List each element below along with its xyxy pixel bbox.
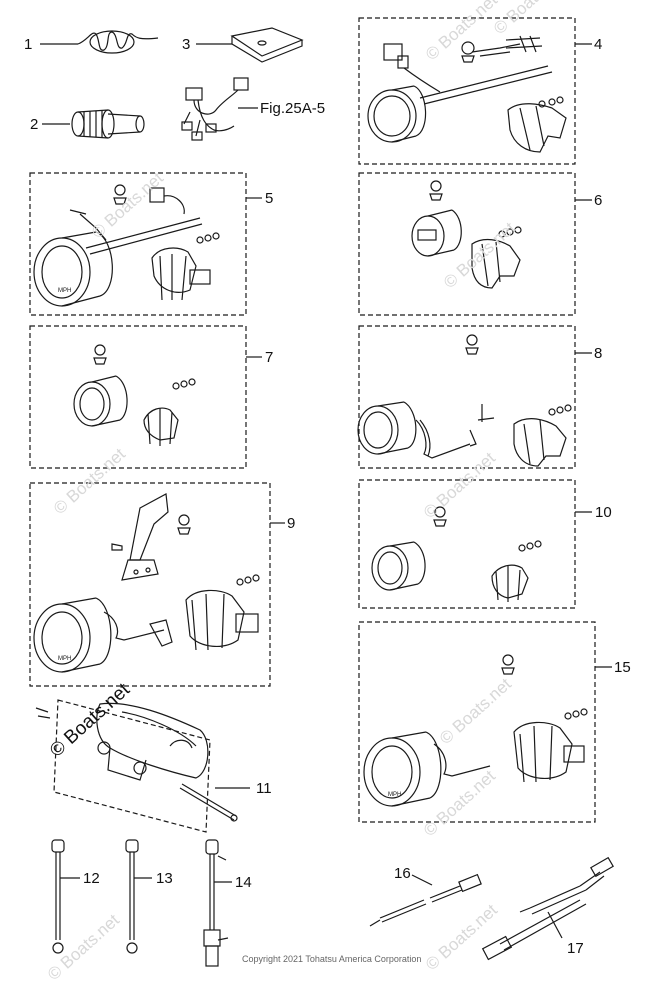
- wire-part-12: [51, 839, 65, 954]
- copyright-notice: Copyright 2021 Tohatsu America Corporati…: [242, 954, 422, 964]
- pad-part-3: [230, 27, 304, 63]
- callout-17: 17: [567, 940, 584, 957]
- gauge-assembly-7: [73, 344, 196, 446]
- pitot-pickup-part-11: [35, 699, 238, 833]
- callout-10: 10: [595, 504, 612, 521]
- gauge-assembly-10: [371, 506, 542, 602]
- callout-4: 4: [594, 36, 603, 53]
- group-box-4: [358, 17, 576, 165]
- group-box-8: [358, 325, 576, 469]
- hose-adapter-part-2: [71, 109, 145, 139]
- group-box-6: [358, 172, 576, 316]
- callout-5: 5: [265, 190, 274, 207]
- callout-12: 12: [83, 870, 100, 887]
- callout-9: 9: [287, 515, 296, 532]
- callout-13: 13: [156, 870, 173, 887]
- group-box-7: [29, 325, 247, 469]
- callout-8: 8: [594, 345, 603, 362]
- gauge-assembly-9: [33, 493, 260, 673]
- group-box-9: [29, 482, 271, 687]
- gauge-assembly-6: [411, 180, 522, 289]
- gauge-unit-label-9: MPH: [58, 656, 71, 662]
- callout-16: 16: [394, 865, 411, 882]
- callout-11: 11: [256, 780, 272, 797]
- group-box-10: [358, 479, 576, 609]
- leader-lines: [40, 43, 612, 939]
- gauge-assembly-5: [33, 184, 220, 307]
- harness-fig-25a5: [181, 77, 249, 141]
- gauge-assembly-4: [367, 35, 567, 153]
- callout-6: 6: [594, 192, 603, 209]
- callout-3: 3: [182, 36, 191, 53]
- cable-part-16: [369, 873, 482, 927]
- callout-14: 14: [235, 874, 252, 891]
- gauge-unit-label-5: MPH: [58, 288, 71, 294]
- wire-coil-part-1: [77, 30, 159, 54]
- gauge-assembly-15: [363, 654, 588, 807]
- wire-part-13: [125, 839, 139, 954]
- gauge-assembly-8: [357, 334, 572, 467]
- group-box-5: [29, 172, 247, 316]
- callout-1: 1: [24, 36, 33, 53]
- callout-15: 15: [614, 659, 631, 676]
- figure-reference: Fig.25A-5: [260, 100, 326, 117]
- cable-part-17: [481, 856, 614, 961]
- wire-part-14: [203, 839, 229, 967]
- group-box-15: [358, 621, 596, 823]
- callout-7: 7: [265, 349, 274, 366]
- callout-2: 2: [30, 116, 39, 133]
- gauge-unit-label-15: MPH: [388, 792, 401, 798]
